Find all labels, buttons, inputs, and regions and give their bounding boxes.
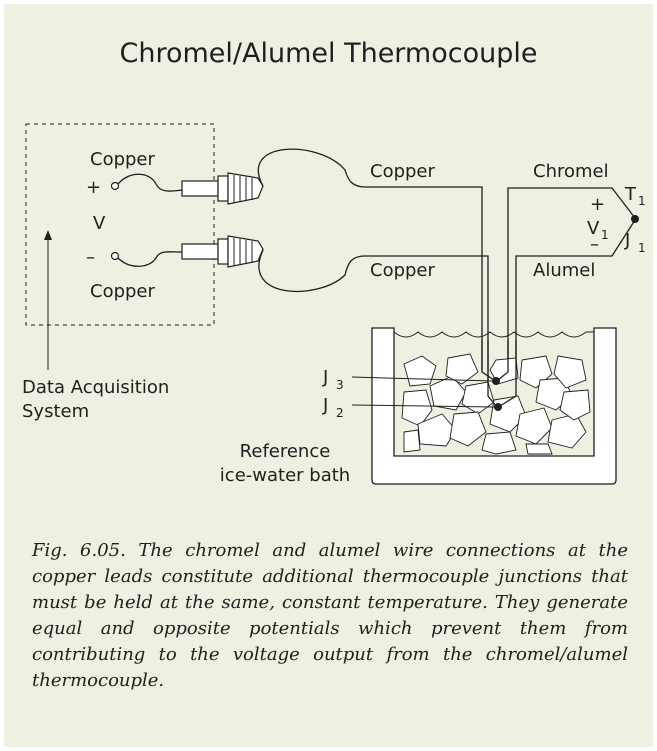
j1-subscript: 1 xyxy=(638,241,646,255)
copper-wire-label-bottom: Copper xyxy=(370,260,436,281)
bath-container xyxy=(371,327,617,485)
j3-pointer-line xyxy=(351,376,493,382)
minus-terminal-sign: – xyxy=(86,247,95,268)
thermocouple-diagram: Copper + V – Copper Data Acquisition Sys… xyxy=(22,123,646,486)
v1-plus-sign: + xyxy=(590,194,605,215)
bath-label-line2: ice-water bath xyxy=(220,465,350,486)
figure-panel: Chromel/Alumel Thermocouple Copper + V –… xyxy=(4,4,653,747)
copper-wire-top xyxy=(257,148,483,370)
ice-cubes xyxy=(401,353,591,455)
negative-terminal xyxy=(110,251,120,261)
j2-subscript: 2 xyxy=(336,406,344,420)
copper-wire-bottom xyxy=(258,249,489,380)
t1-label: T xyxy=(624,184,637,205)
daq-label-line2: System xyxy=(22,401,89,422)
junction-j3 xyxy=(492,377,500,385)
alumel-wire xyxy=(515,219,636,380)
copper-wire-label-top: Copper xyxy=(370,161,436,182)
copper-label-bottom: Copper xyxy=(90,281,156,302)
positive-terminal xyxy=(110,181,120,191)
junction-j1 xyxy=(631,215,639,223)
j3-copper-lead xyxy=(481,340,495,381)
daq-arrowhead xyxy=(44,230,52,240)
junction-j2 xyxy=(494,403,502,411)
v1-subscript: 1 xyxy=(601,228,609,242)
j2-alumel-lead xyxy=(499,340,517,407)
j2-pointer-line xyxy=(351,404,495,408)
copper-label-top: Copper xyxy=(90,149,156,170)
voltage-label: V xyxy=(93,213,106,234)
connector-top xyxy=(181,172,264,205)
positive-lead xyxy=(117,173,183,192)
daq-box xyxy=(25,123,215,326)
j1-label: J xyxy=(624,230,630,251)
figure-caption: Fig. 6.05. The chromel and alumel wire c… xyxy=(32,540,628,691)
j3-chromel-lead xyxy=(497,340,509,381)
j2-label: J xyxy=(322,395,328,416)
j3-label: J xyxy=(322,367,328,388)
water-surface xyxy=(393,331,594,338)
bath-label-line1: Reference xyxy=(240,441,331,462)
daq-label-line1: Data Acquisition xyxy=(22,377,169,398)
negative-lead xyxy=(117,251,183,267)
connector-bottom xyxy=(181,235,264,268)
v1-minus-sign: – xyxy=(590,234,599,255)
t1-subscript: 1 xyxy=(638,194,646,208)
chromel-wire xyxy=(507,187,636,370)
chromel-label: Chromel xyxy=(533,161,609,182)
j2-copper-lead xyxy=(487,340,497,407)
j3-subscript: 3 xyxy=(336,378,344,392)
alumel-label: Alumel xyxy=(533,260,595,281)
figure-title: Chromel/Alumel Thermocouple xyxy=(119,38,538,69)
v1-label: V xyxy=(587,218,600,239)
plus-terminal-sign: + xyxy=(86,177,101,198)
